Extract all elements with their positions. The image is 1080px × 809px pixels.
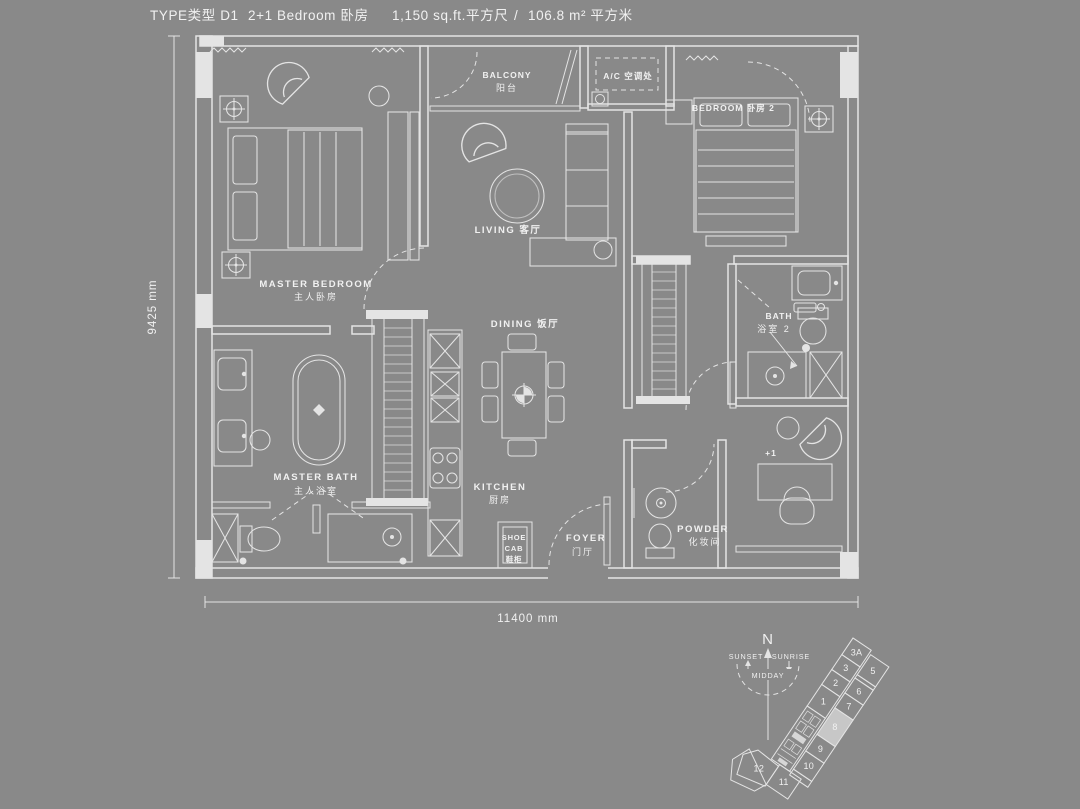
keyplan-cells <box>730 637 890 800</box>
label-shoe-2: CAB <box>505 544 524 553</box>
title-bedrooms: 2+1 Bedroom 卧房 <box>248 8 369 23</box>
bedroom2-bed <box>693 97 799 233</box>
keyplan-unit-11: 11 <box>779 777 789 787</box>
vanity <box>213 349 253 467</box>
outer-walls <box>195 35 859 580</box>
desk <box>757 463 833 501</box>
keyplan-unit-10: 10 <box>803 761 814 771</box>
bath2-door <box>737 279 771 309</box>
plus-one-room: +1 <box>735 415 851 553</box>
dining-table <box>501 351 547 439</box>
balcony: BALCONY 阳台 <box>482 70 531 93</box>
bedroom2: BEDROOM 卧房 2 <box>665 97 834 247</box>
keyplan: 3A 3 2 1 5 6 7 8 9 10 11 12 <box>730 637 890 800</box>
dim-height: 9425 mm <box>147 280 159 335</box>
bedroom-armchair <box>258 53 312 107</box>
powder-wc <box>645 523 675 559</box>
compass-sunset: SUNSET <box>729 652 764 661</box>
title-type: TYPE类型 D1 <box>150 8 239 23</box>
compass: N SUNSET SUNRISE MIDDAY <box>729 631 810 740</box>
label-kitchen-zh: 厨房 <box>489 494 511 505</box>
bedroom2-door-arc <box>747 61 811 125</box>
desk-chair <box>779 497 815 525</box>
keyplan-unit-3a: 3A <box>851 647 863 657</box>
dim-width: 11400 mm <box>497 613 558 625</box>
label-shoe-1: SHOE <box>502 533 526 542</box>
label-powder-zh: 化妆间 <box>688 536 721 547</box>
keyplan-unit-8: 8 <box>832 722 837 732</box>
keyplan-unit-12: 12 <box>754 764 765 774</box>
master-wc <box>239 525 281 553</box>
label-master-bedroom-en: MASTER BEDROOM <box>259 279 372 290</box>
master-shower <box>327 513 413 563</box>
compass-sunrise: SUNRISE <box>772 652 810 661</box>
entry-door-arc <box>548 503 611 566</box>
curtains <box>209 47 719 61</box>
corridor-door-arc <box>685 361 735 411</box>
foyer: SHOE CAB 鞋柜 FOYER 门厅 <box>497 521 606 569</box>
wardrobe-hall <box>636 256 690 404</box>
keyplan-unit-9: 9 <box>818 744 823 754</box>
dimension-vertical: 9425 mm <box>147 35 180 579</box>
keyplan-unit-1: 1 <box>821 696 826 706</box>
compass-midday: MIDDAY <box>752 671 785 680</box>
compass-north: N <box>762 631 774 648</box>
label-dining: DINING 饭厅 <box>491 318 559 330</box>
keyplan-unit-3: 3 <box>843 663 848 673</box>
keyplan-unit-7: 7 <box>846 701 851 711</box>
label-shoe-3: 鞋柜 <box>506 554 523 564</box>
label-master-bath-en: MASTER BATH <box>274 472 359 483</box>
powder-door-arc <box>665 443 715 493</box>
wardrobe-master <box>366 310 428 506</box>
label-living: LIVING 客厅 <box>475 224 542 236</box>
cooktop <box>429 447 461 489</box>
dimension-horizontal: 11400 mm <box>204 596 859 625</box>
label-bedroom2: BEDROOM 卧房 2 <box>692 103 775 113</box>
keyplan-unit-labels: 3A 3 2 1 5 6 7 8 9 10 11 12 <box>754 647 876 787</box>
dining-ceiling-target <box>512 383 536 407</box>
label-ac: A/C 空调处 <box>603 71 653 81</box>
title-area-sqft: 1,150 sq.ft.平方尺 <box>392 8 508 23</box>
title-area-sqm: 106.8 m² 平方米 <box>528 8 633 23</box>
label-kitchen-en: KITCHEN <box>474 482 527 493</box>
label-powder-en: POWDER <box>677 524 729 535</box>
balcony-slider <box>555 49 578 105</box>
master-bedroom: MASTER BEDROOM 主人卧房 <box>219 53 420 302</box>
sofa <box>565 131 609 241</box>
living: LIVING 客厅 <box>454 116 617 267</box>
kitchen: KITCHEN 厨房 <box>427 329 527 557</box>
label-master-bedroom-zh: 主人卧房 <box>294 291 338 302</box>
label-bath2-zh: 浴室 2 <box>757 323 791 334</box>
bath2: BATH 浴室 2 <box>747 265 843 399</box>
dining: DINING 饭厅 <box>481 318 565 457</box>
bath2-wc <box>797 307 829 345</box>
label-bath2-en: BATH <box>766 311 793 321</box>
bathtub <box>292 354 346 466</box>
powder-room: POWDER 化妆间 <box>633 487 729 559</box>
living-armchair <box>454 116 509 164</box>
master-bed <box>227 127 363 251</box>
balcony-door-arc <box>430 51 478 99</box>
ac-closet: A/C 空调处 <box>591 57 659 107</box>
label-balcony-en: BALCONY <box>482 70 531 80</box>
shoe-cabinet <box>497 521 533 569</box>
master-bath: MASTER BATH 主人浴室 <box>211 349 413 565</box>
label-foyer-zh: 门厅 <box>572 546 594 557</box>
title-separator: / <box>514 8 518 23</box>
keyplan-unit-2: 2 <box>833 678 838 688</box>
keyplan-core <box>770 705 827 773</box>
label-balcony-zh: 阳台 <box>496 82 518 93</box>
plus-one-armchair <box>797 415 851 469</box>
label-master-bath-zh: 主人浴室 <box>294 485 338 496</box>
master-wardrobe <box>387 111 409 261</box>
keyplan-unit-6: 6 <box>856 687 861 697</box>
master-bedroom-door-arc <box>363 247 425 310</box>
label-foyer-en: FOYER <box>566 533 606 544</box>
entry-door-leaf <box>603 496 611 566</box>
label-plus-one: +1 <box>765 448 777 458</box>
doors <box>271 49 811 566</box>
keyplan-unit-5: 5 <box>870 666 875 676</box>
title-bar: TYPE类型 D1 2+1 Bedroom 卧房 1,150 sq.ft.平方尺… <box>150 8 633 23</box>
